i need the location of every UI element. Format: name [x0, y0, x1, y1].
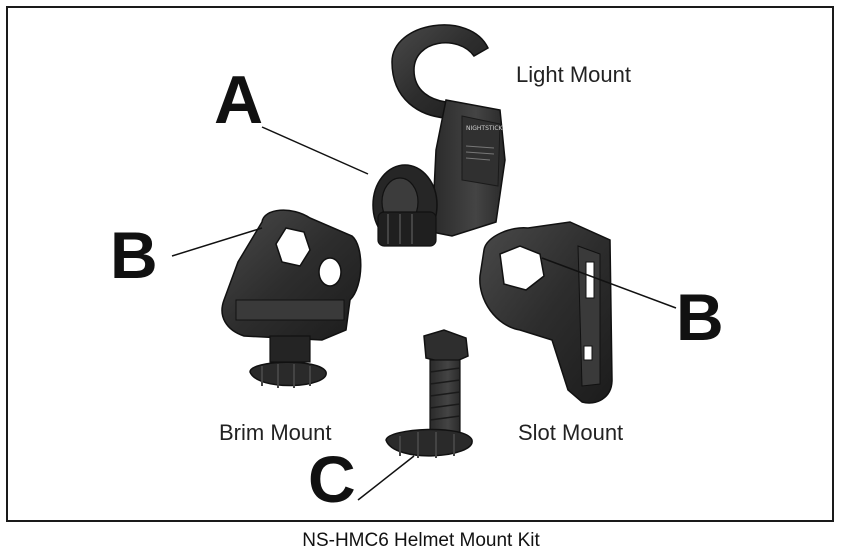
- bolt-part: [385, 329, 473, 458]
- leader-line-b-right: [541, 257, 677, 309]
- part-letter-b-brim: B: [110, 218, 158, 292]
- brim-mount-part: [221, 209, 362, 388]
- figure-caption: NS-HMC6 Helmet Mount Kit: [302, 530, 540, 551]
- part-letter-c: C: [308, 442, 356, 516]
- light-mount-label: Light Mount: [516, 62, 631, 87]
- brim-mount-label: Brim Mount: [219, 420, 332, 445]
- light-mount-part: NIGHTSTICK: [372, 24, 506, 247]
- slot-mount-part: [479, 221, 613, 404]
- leader-line-a: [261, 126, 369, 175]
- leader-line-c: [357, 455, 415, 501]
- part-letter-a: A: [214, 62, 264, 138]
- brand-logo-text: NIGHTSTICK: [466, 125, 504, 132]
- leader-line-b-left: [171, 227, 263, 257]
- slot-mount-label: Slot Mount: [518, 420, 624, 445]
- part-letter-b-slot: B: [676, 280, 724, 354]
